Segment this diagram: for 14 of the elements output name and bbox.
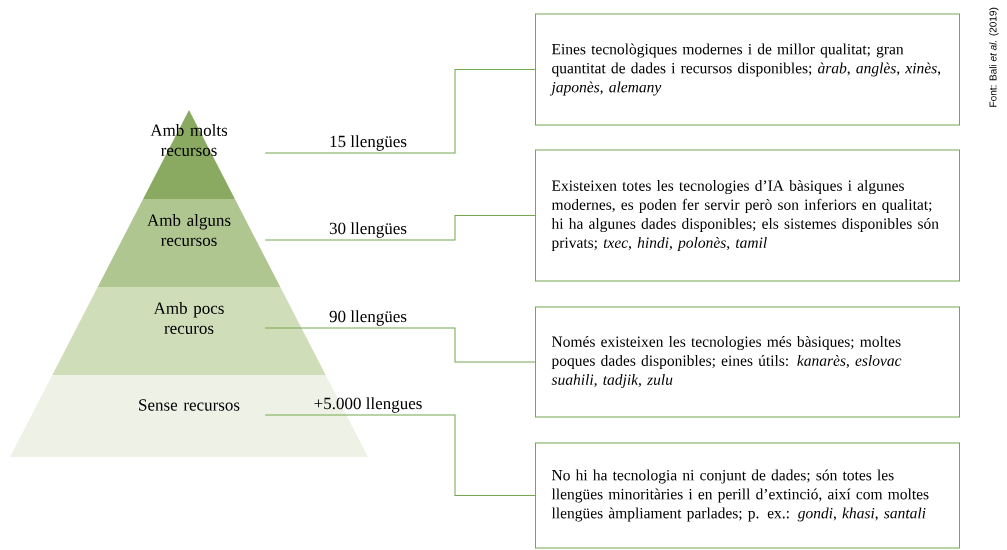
edge-label: 90 llengües [329, 310, 407, 326]
pyramid-band: Amb alguns recursos [97, 199, 281, 287]
pyramid-band: Amb pocs recuros [52, 287, 326, 375]
connector-line [264, 69, 536, 154]
description-box: Només existeixen les tecnologies més bàsiques; moltes poques dades disponibles; eines útils: kanarès, eslovac suahili, tadjik, zulu [535, 306, 960, 418]
description-box: Existeixen totes les tecnologies d’IA bàsiques i algunes modernes, es poden fer servir però son inferiors en qualitat; hi ha algunes dades disponibles; els sistemes disponibles són privats; txec, hindi, polonès, tamil [535, 149, 960, 282]
description-box: Eines tecnològiques modernes i de millor qualitat; gran quantitat de dades i recursos disponibles; àrab, anglès, xinès, japonès, alemany [535, 13, 960, 126]
connector-line [264, 215, 536, 241]
description-box: No hi ha tecnologia ni conjunt de dades; són totes les llengües minoritàries i en perill d’extinció, així com moltes llengües àmpliament parlades; p. ex.: gondi, khasi, santali [535, 442, 960, 549]
connector-line [264, 327, 536, 363]
edge-label: 15 llengües [330, 135, 407, 151]
connector-line [264, 414, 536, 496]
edge-label: 30 llengües [329, 222, 407, 238]
source-note: Font: Bali et al. (2019) [989, 7, 999, 107]
